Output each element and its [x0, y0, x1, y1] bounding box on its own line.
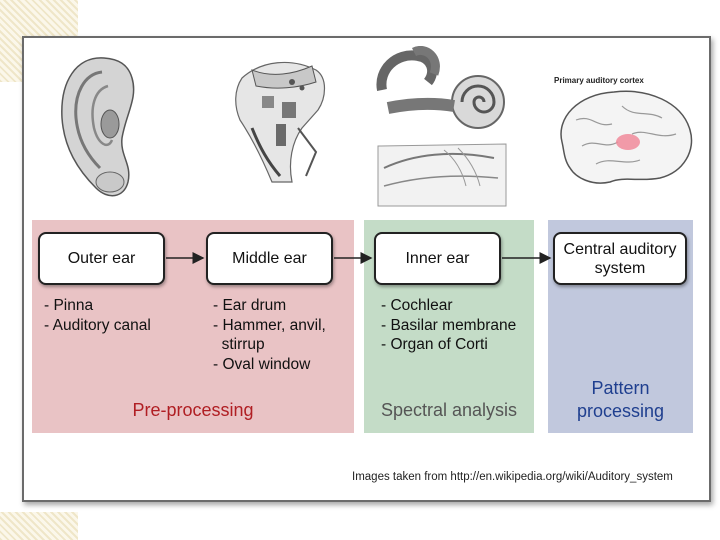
list-item: - Basilar membrane	[381, 316, 517, 334]
list-item: - Hammer, anvil,	[213, 316, 326, 334]
list-item: - Oval window	[213, 355, 311, 373]
inner-ear-box: Inner ear	[374, 232, 501, 285]
middle-ear-illustration	[235, 61, 326, 183]
central-auditory-label: Central auditory system	[563, 240, 677, 277]
outer-ear-label: Outer ear	[67, 250, 136, 267]
outer-ear-illustration	[61, 57, 135, 197]
middle-ear-details: - Ear drum - Hammer, anvil, stirrup - Ov…	[213, 296, 326, 374]
list-item: stirrup	[213, 336, 265, 353]
pre-processing-caption: Pre-processing	[132, 400, 254, 420]
decorative-corner-bottom	[0, 512, 78, 540]
middle-ear-label: Middle ear	[232, 250, 307, 267]
middle-ear-box: Middle ear	[206, 232, 333, 285]
outer-ear-box: Outer ear	[38, 232, 165, 285]
brain-illustration	[560, 90, 693, 184]
list-item: - Auditory canal	[44, 316, 151, 334]
list-item: - Ear drum	[213, 297, 287, 314]
inner-ear-label: Inner ear	[405, 250, 470, 267]
outer-ear-details: - Pinna - Auditory canal	[44, 296, 151, 335]
brain-label: Primary auditory cortex	[554, 76, 644, 85]
pattern-processing-caption: Pattern processing	[576, 378, 665, 421]
spectral-analysis-caption: Spectral analysis	[380, 400, 518, 420]
image-credit: Images taken from http://en.wikipedia.or…	[352, 471, 673, 483]
inner-ear-details: - Cochlear - Basilar membrane - Organ of…	[381, 296, 516, 355]
cochlea-illustration	[376, 46, 507, 207]
list-item: - Cochlear	[381, 297, 453, 314]
list-item: - Pinna	[44, 297, 94, 314]
list-item: - Organ of Corti	[381, 336, 488, 353]
central-auditory-box: Central auditory system	[553, 232, 687, 285]
